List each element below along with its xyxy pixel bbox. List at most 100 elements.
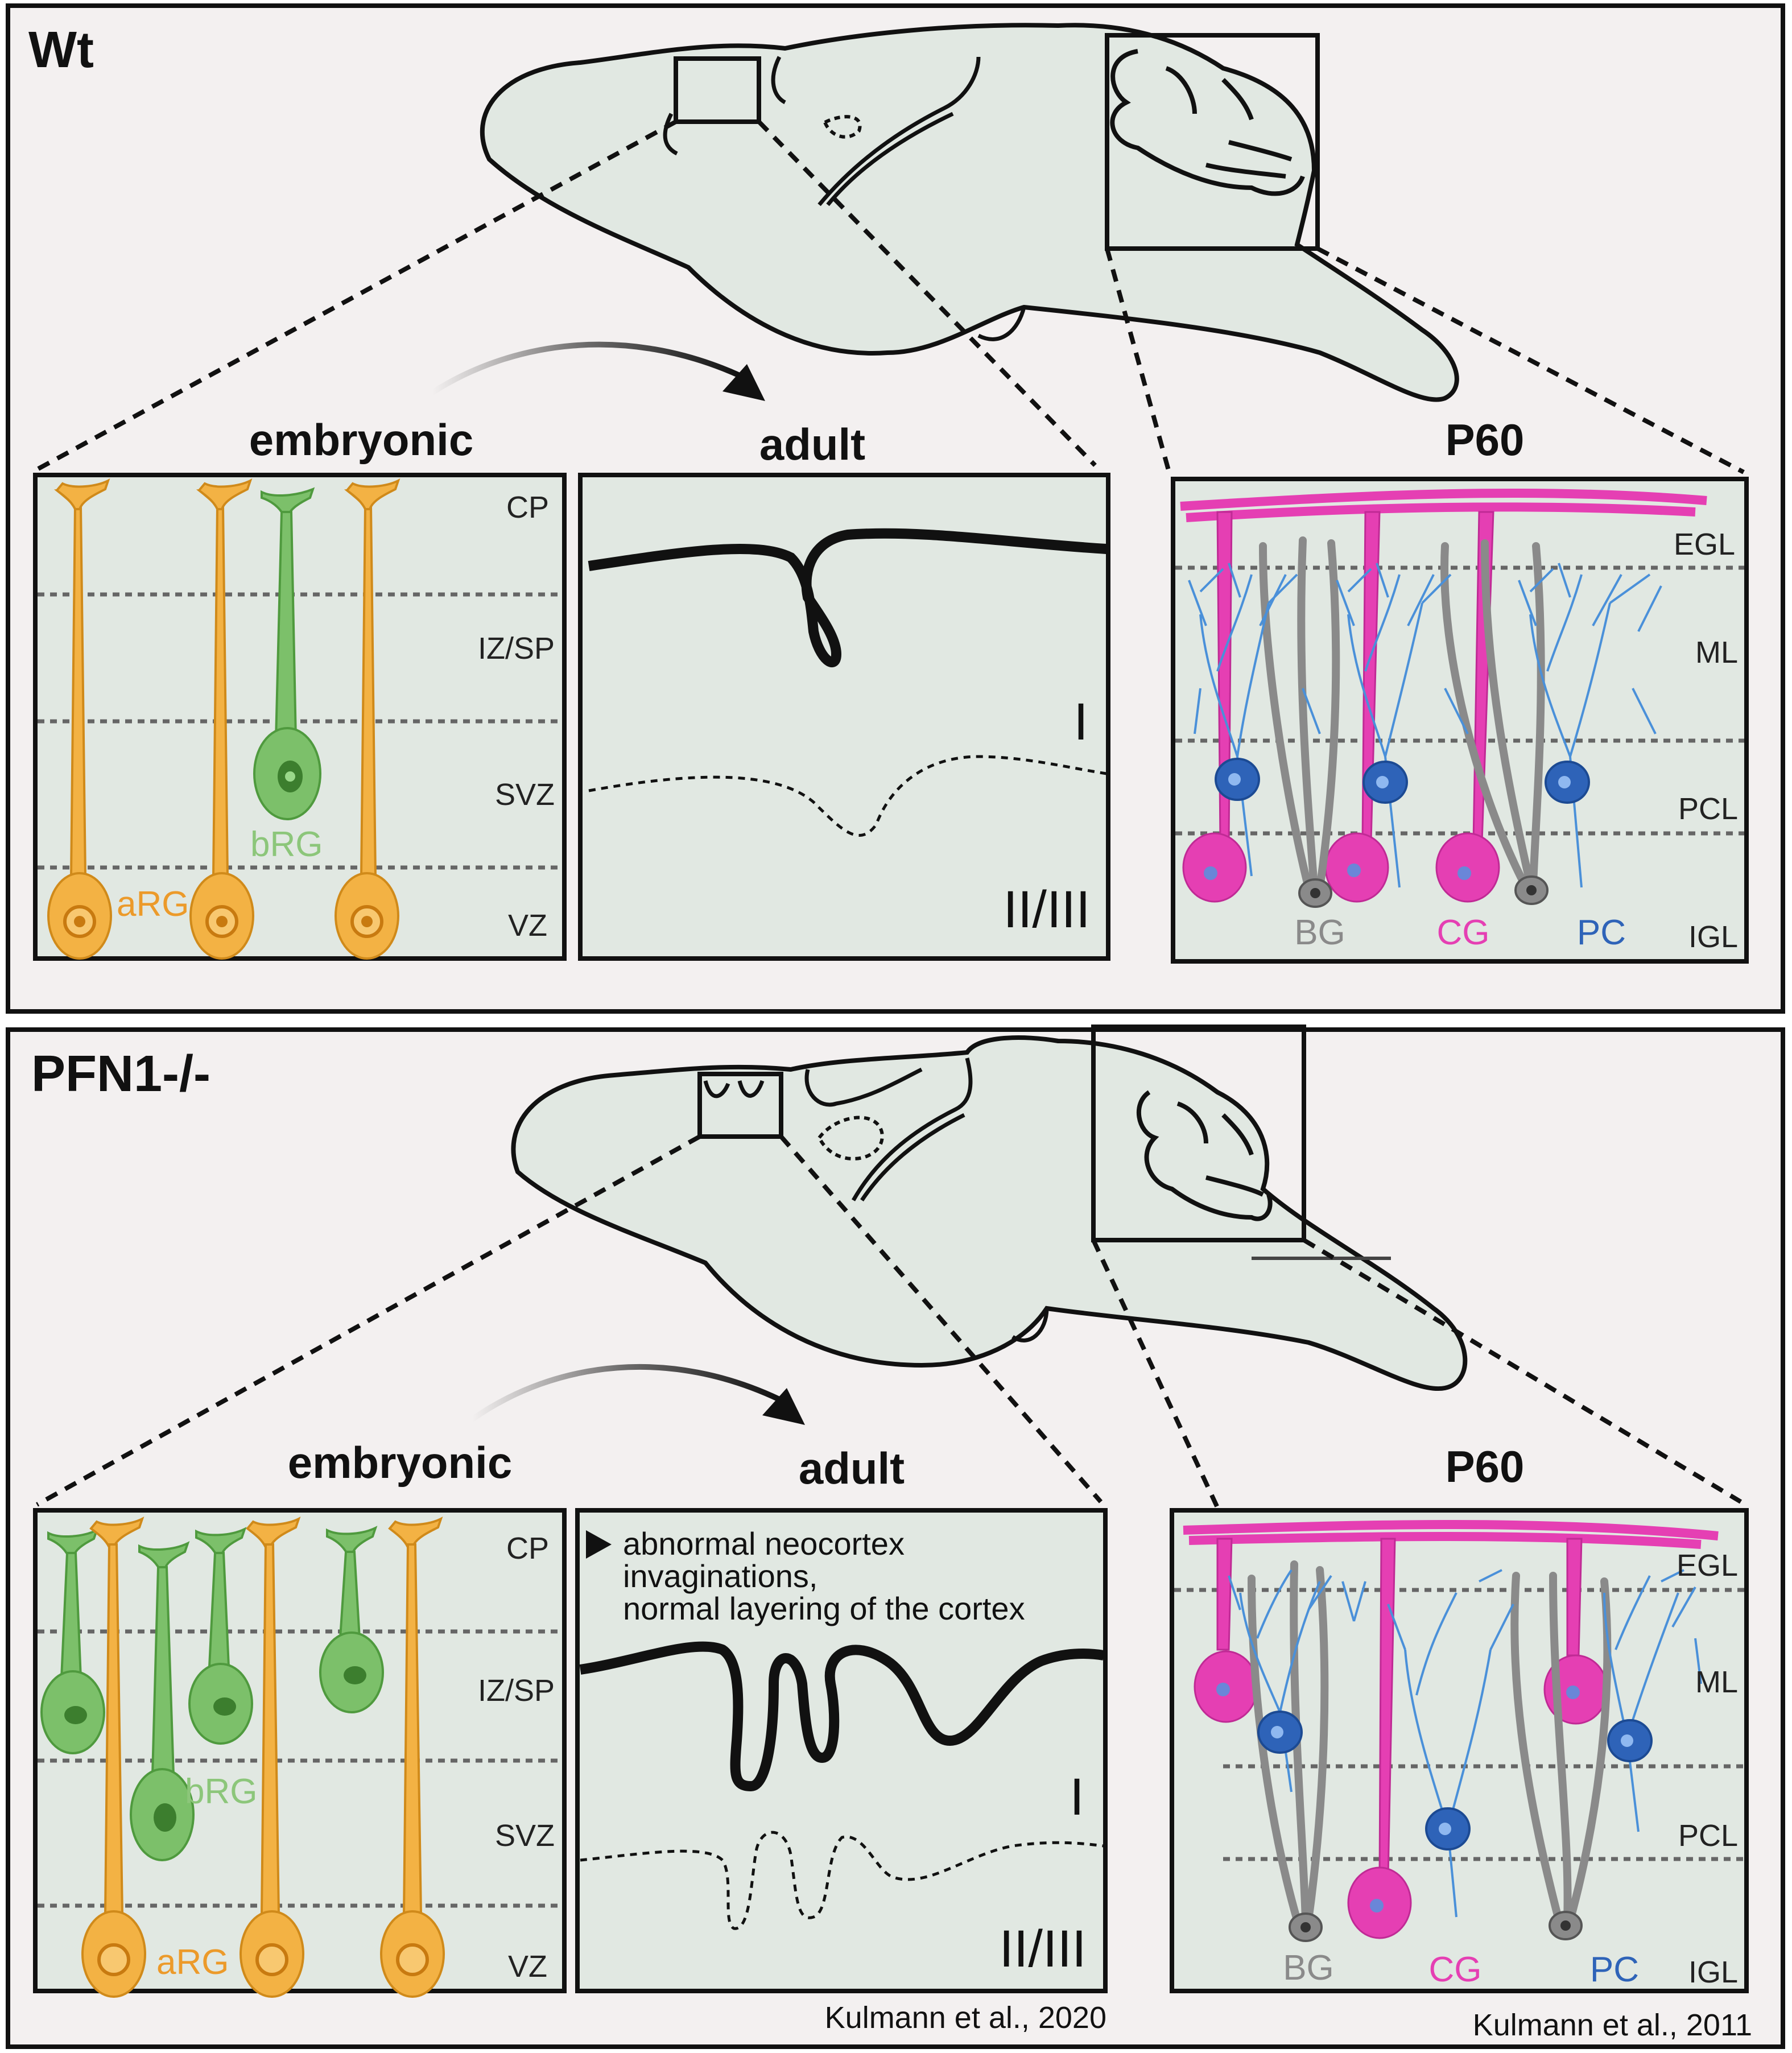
wt-bg-fiber-4 [1440, 542, 1529, 889]
wt-pc-dendrite-3 [1518, 563, 1651, 888]
pfn-brg-cell-4-endfoot [326, 1526, 378, 1555]
pfn-adult-heading: adult [799, 1443, 905, 1493]
pfn-arrow [470, 1364, 805, 1425]
pfn-embryonic-heading: embryonic [288, 1437, 512, 1488]
pfn-note-arrowhead-icon [586, 1530, 612, 1559]
wt-adult: adult I II/III [578, 419, 1110, 961]
wt-pc-label: PC [1577, 913, 1626, 952]
wt-projection-lines [33, 119, 1745, 474]
pfn-bg-fiber-5 [1549, 1572, 1572, 1924]
wt-brg-cell-endfoot [261, 487, 315, 516]
wt-brain-fold-2 [771, 56, 786, 105]
wt-pc-nucleus-1 [1228, 773, 1241, 786]
pfn-cerebellum-zoom-box [1091, 1025, 1306, 1242]
pfn-pc-dendrites [1228, 1569, 1702, 1918]
pfn-arg-cell-2-endfoot [246, 1517, 301, 1548]
wt-arg-cell-3-endfoot [345, 478, 400, 510]
pfn-bg-fiber-1 [1248, 1575, 1301, 1924]
wt-arg-cell-2-nucleolus [216, 916, 228, 927]
wt-brain-pons [977, 307, 1026, 341]
pfn-pc-dendrite-2 [1387, 1592, 1514, 1918]
wt-cerebellum-heading: P60 [1446, 415, 1525, 465]
pfn-brg-cell-2-nucleus [154, 1803, 176, 1832]
pfn-bg-bodies [1289, 1911, 1583, 1942]
pfn-arg-cell-3-endfoot [388, 1517, 443, 1548]
wt-layer-svz: SVZ [495, 778, 555, 812]
wt-title: Wt [28, 22, 94, 79]
pfn-brain-pons [1011, 1308, 1049, 1342]
pfn-projection-line-1 [36, 1134, 701, 1507]
wt-bg-bodies [1298, 875, 1549, 908]
pfn-note: abnormal neocortex invaginations, normal… [623, 1526, 1025, 1626]
pfn-brain-midfold [851, 1058, 973, 1201]
wt-adult-pial-surface [588, 528, 1107, 667]
pfn-layer-cp: CP [506, 1531, 549, 1565]
wt-brg-label: bRG [250, 825, 323, 864]
pfn-brg-cell-1-endfoot [47, 1528, 99, 1557]
wt-brg-cell-nucleolus [285, 771, 295, 782]
wt-cerebellum-zoom-box [1105, 33, 1320, 251]
wt-cb-layer-egl: EGL [1674, 527, 1735, 561]
wt-bg-label: BG [1294, 913, 1345, 952]
wt-embryonic: embryonic CP IZ/SP SVZ VZ [33, 415, 567, 961]
wt-arg-cell-1 [47, 478, 112, 960]
wt-arg-cell-2 [189, 478, 254, 960]
wt-projection-line-4 [1316, 246, 1745, 474]
wt-arrow [431, 341, 765, 401]
pfn-brain-outline [511, 1035, 1468, 1391]
wt-cg-nucleus-1 [1204, 866, 1217, 880]
pfn-cortex-zoom-box [697, 1072, 783, 1139]
citation-cerebellum: Kulmann et al., 2011 [1473, 2008, 1752, 2042]
pfn-brg-cell-3-nucleus [213, 1697, 236, 1716]
wt-bg-nucleus-1 [1310, 888, 1320, 898]
wt-adult-heading: adult [759, 419, 865, 469]
pfn-brg-cell-1-nucleus [64, 1706, 87, 1724]
pfn-cb-layer-igl: IGL [1688, 1955, 1738, 1989]
wt-cb-layer-igl: IGL [1688, 920, 1738, 954]
pfn-arg-label: aRG [156, 1943, 229, 1982]
pfn-bg-label: BG [1283, 1948, 1334, 1988]
pfn-adult-pial-surface [579, 1641, 1105, 1792]
wt-arg-cell-2-endfoot [197, 478, 253, 510]
pfn-layer-vz: VZ [508, 1949, 547, 1984]
wt-pc-bodies [1215, 758, 1590, 804]
pfn-projection-lines [36, 1134, 1743, 1509]
wt-pc-nucleus-2 [1376, 776, 1389, 788]
pfn-pc-nucleus-2 [1439, 1823, 1451, 1835]
wt-cg-body-1 [1182, 832, 1247, 903]
wt-bg-fiber-1 [1259, 542, 1312, 891]
pfn-bg-nucleus-1 [1300, 1922, 1311, 1932]
wt-arg-cell-3-nucleolus [361, 916, 373, 927]
pfn-pc-bodies [1257, 1711, 1653, 1850]
pfn-cerebellum: P60 [1170, 1441, 1749, 1993]
wt-panel: Wt embryonic [6, 3, 1785, 1014]
pfn-adult-layer-lower: II/III [999, 1920, 1086, 1978]
wt-brain-midfold-inner [826, 111, 954, 206]
pfn-note-line-1: abnormal neocortex [623, 1526, 905, 1562]
wt-cg-nucleus-2 [1347, 864, 1361, 877]
pfn-brg-cells [40, 1526, 384, 1861]
pfn-brg-cell-4-nucleus [344, 1666, 366, 1684]
wt-layer-cp: CP [506, 490, 549, 524]
wt-arrow-head [722, 364, 765, 401]
wt-cg-label: CG [1437, 913, 1490, 952]
pfn-projection-line-2 [779, 1135, 1103, 1503]
pfn-cb-layer-egl: EGL [1677, 1548, 1738, 1583]
pfn-pc-nucleus-1 [1271, 1726, 1283, 1738]
wt-projection-line-1 [33, 119, 677, 473]
wt-projection-line-2 [757, 120, 1097, 467]
wt-adult-layer-boundary [588, 755, 1107, 837]
wt-brain-hippocampus [823, 115, 862, 139]
wt-arg-cell-1-nucleolus [74, 916, 85, 927]
pfn-bg-nucleus-2 [1560, 1920, 1571, 1931]
pfn-layer-izsp: IZ/SP [478, 1674, 555, 1708]
wt-layer-vz: VZ [508, 908, 547, 943]
wt-bg-fiber-5 [1481, 539, 1534, 889]
wt-pc-dendrite-1 [1188, 563, 1298, 877]
pfn-pc-nucleus-3 [1621, 1734, 1633, 1747]
pfn-arrow-head [762, 1388, 805, 1425]
pfn-cg-axon-3 [1566, 1538, 1583, 1657]
pfn-embryonic: embryonic CP IZ/SP SVZ VZ [33, 1437, 567, 1998]
wt-cg-nucleus-3 [1457, 866, 1471, 880]
